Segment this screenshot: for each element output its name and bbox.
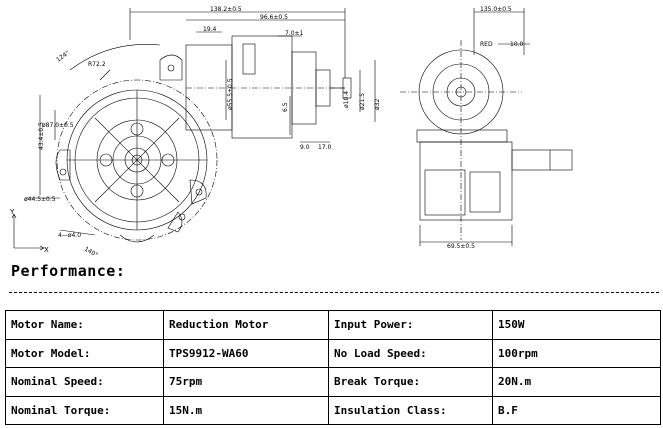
dim-shaft-dia: ø55.5±0.5 [227, 78, 234, 110]
performance-heading: Performance: [11, 262, 126, 280]
dim-small-offset: 7.0±1 [285, 30, 304, 37]
spec-label: Input Power: [328, 310, 493, 340]
performance-table: Motor Name: Reduction Motor Input Power:… [5, 310, 661, 425]
table-row: Nominal Torque: 15N.m Insulation Class: … [5, 395, 661, 425]
dim-small-h: 6.5 [282, 102, 289, 112]
dim-height-a: 43.4±0.5 [38, 122, 45, 150]
dim-angle: 124° [55, 50, 71, 64]
spec-label: Nominal Speed: [5, 367, 164, 397]
spec-value: 20N.m [492, 367, 661, 397]
spec-label: Motor Model: [5, 338, 164, 368]
spec-value: 100rpm [492, 338, 661, 368]
dim-hole-b: ø44.5±0.5 [24, 196, 56, 203]
side-view [400, 8, 573, 246]
dim-side-width: 69.5±0.5 [447, 243, 475, 250]
dim-pcd-b: ø32 [374, 99, 381, 110]
dim-hole-a: ø87.0±0.5 [42, 122, 74, 129]
axis-y-label: Y [9, 208, 15, 216]
dim-mount: 4—ø4.0 [58, 232, 81, 239]
dim-angle-b: 140° [83, 246, 99, 259]
dim-side-top: 135.0±0.5 [480, 6, 512, 13]
spec-value: 75rpm [163, 367, 329, 397]
front-view [25, 8, 376, 243]
dim-side-small: 10.0 [510, 41, 524, 48]
dim-radius: R72.2 [88, 61, 106, 68]
spec-value: B.F [492, 395, 661, 425]
dashed-divider [9, 292, 659, 293]
dim-overall-length: 138.2±0.5 [210, 6, 242, 13]
wire-red-label: RED [480, 41, 493, 48]
spec-value: TPS9912-WA60 [163, 338, 329, 368]
spec-value: 15N.m [163, 395, 329, 425]
dim-flange: 19.4 [203, 26, 217, 33]
axis-x-label: X [44, 246, 49, 254]
spec-label: Insulation Class: [328, 395, 493, 425]
dim-body-length: 96.6±0.5 [260, 14, 288, 21]
spec-label: Nominal Torque: [5, 395, 164, 425]
spec-label: Break Torque: [328, 367, 493, 397]
dim-gap-a: 9.0 [300, 144, 310, 151]
spec-label: Motor Name: [5, 310, 164, 340]
axis-indicator [11, 213, 45, 251]
spec-label: No Load Speed: [328, 338, 493, 368]
table-row: Motor Name: Reduction Motor Input Power:… [5, 310, 661, 340]
technical-drawing: 138.2±0.5 96.6±0.5 19.4 7.0±1 ø55.5±0.5 … [9, 6, 573, 259]
spec-value: Reduction Motor [163, 310, 329, 340]
dim-pcd-a: ø21.5 [359, 93, 366, 110]
table-row: Motor Model: TPS9912-WA60 No Load Speed:… [5, 338, 661, 368]
dim-gap-b: 17.0 [318, 144, 332, 151]
spec-value: 150W [492, 310, 661, 340]
dim-boss-dia: ø10.4 [343, 91, 350, 108]
table-row: Nominal Speed: 75rpm Break Torque: 20N.m [5, 367, 661, 397]
